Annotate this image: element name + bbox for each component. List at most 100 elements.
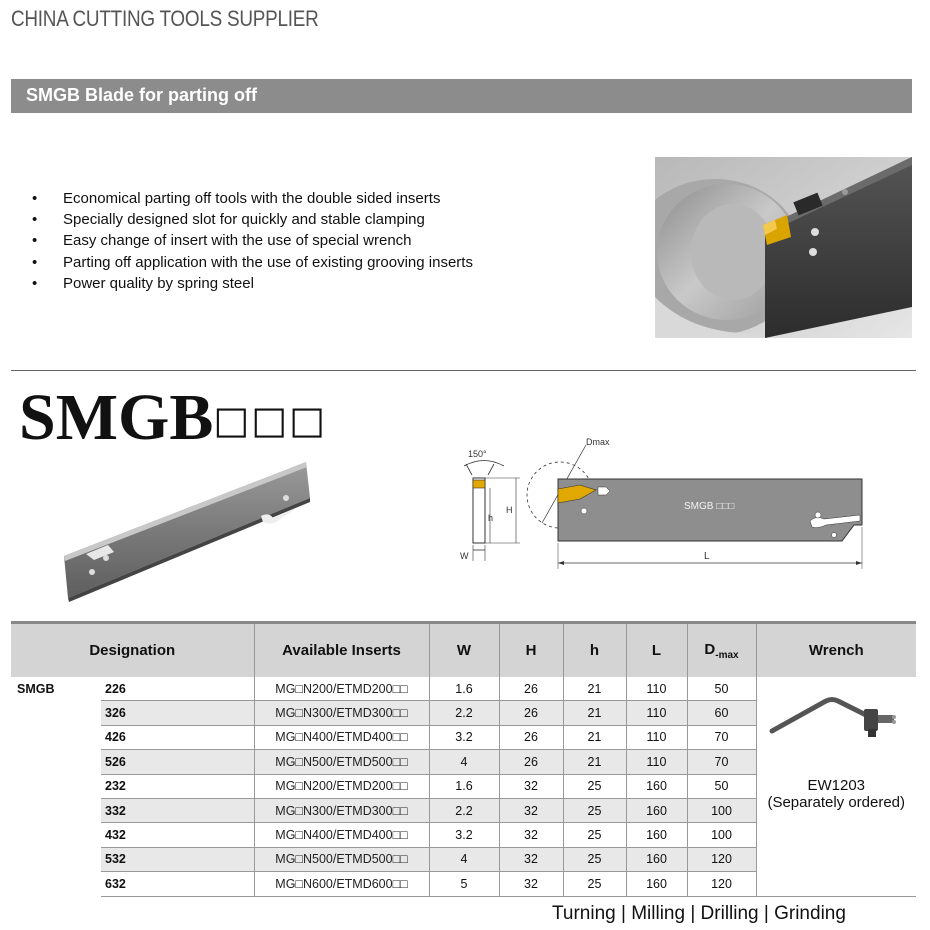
row-dmax: 70 [686, 749, 756, 775]
col-w: W [428, 621, 499, 677]
table-row: 526 MG□N500/ETMD500□□ 4 26 21 110 70 [11, 749, 916, 775]
w-label: W [460, 551, 469, 561]
l-label: L [704, 551, 710, 562]
row-h: 25 [562, 822, 626, 848]
section-banner [11, 79, 912, 113]
bullet-icon: • [32, 253, 38, 271]
row-L: 160 [625, 847, 687, 873]
table-header-row: Designation Available Inserts W H h L D-… [11, 621, 916, 677]
row-insert: MG□N300/ETMD300□□ [253, 798, 429, 824]
row-h: 25 [562, 798, 626, 824]
dmax-label: Dmax [586, 437, 610, 447]
row-dmax: 100 [686, 798, 756, 824]
technical-drawing: 150° W h H Dmax SMGB □□□ L [460, 437, 863, 569]
row-dmax: 100 [686, 822, 756, 848]
row-h: 21 [562, 725, 626, 751]
blade-label: SMGB □□□ [684, 501, 734, 512]
table-row: 632 MG□N600/ETMD600□□ 5 32 25 160 120 [11, 871, 916, 897]
row-insert: MG□N500/ETMD500□□ [253, 847, 429, 873]
row-H: 32 [498, 871, 563, 897]
col-dmax: D-max [686, 621, 756, 677]
col-inserts: Available Inserts [253, 621, 429, 677]
feature-list: •Economical parting off tools with the d… [30, 188, 473, 294]
col-designation: Designation [11, 621, 254, 677]
row-code: 226 [101, 677, 254, 702]
bullet-icon: • [32, 190, 38, 207]
row-w: 3.2 [428, 822, 499, 848]
col-L: L [625, 621, 687, 677]
table-row: 532 MG□N500/ETMD500□□ 4 32 25 160 120 [11, 847, 916, 873]
row-L: 160 [625, 774, 687, 799]
row-insert: MG□N400/ETMD400□□ [253, 822, 429, 848]
row-H: 32 [498, 798, 563, 824]
row-w: 2.2 [428, 798, 499, 824]
big-h-label: H [506, 505, 513, 515]
row-w: 4 [428, 749, 499, 775]
row-w: 3.2 [428, 725, 499, 751]
feature-item: •Parting off application with the use of… [30, 252, 473, 273]
row-insert: MG□N200/ETMD200□□ [253, 677, 429, 702]
row-dmax: 70 [686, 725, 756, 751]
row-w: 2.2 [428, 700, 499, 726]
wrench-cell: EW1203 (Separately ordered) [755, 677, 916, 897]
row-code: 326 [101, 700, 254, 726]
row-h: 21 [562, 700, 626, 726]
row-L: 160 [625, 822, 687, 848]
row-code: 332 [101, 798, 254, 824]
row-H: 26 [498, 725, 563, 751]
row-dmax: 50 [686, 677, 756, 702]
series-label: SMGB [17, 682, 55, 696]
brand-title: CHINA CUTTING TOOLS SUPPLIER [11, 6, 319, 31]
row-w: 4 [428, 847, 499, 873]
row-dmax: 60 [686, 700, 756, 726]
wrench-image [769, 697, 897, 737]
row-L: 160 [625, 871, 687, 897]
row-H: 32 [498, 847, 563, 873]
row-H: 32 [498, 822, 563, 848]
footer-tagline: Turning | Milling | Drilling | Grinding [552, 903, 846, 924]
row-dmax: 50 [686, 774, 756, 799]
row-H: 32 [498, 774, 563, 799]
row-code: 632 [101, 871, 254, 897]
col-H: H [498, 621, 563, 677]
row-code: 426 [101, 725, 254, 751]
feature-item: •Specially designed slot for quickly and… [30, 209, 473, 230]
section-divider [11, 370, 916, 371]
blade-image [64, 462, 310, 602]
table-row: SMGB 226 MG□N200/ETMD200□□ 1.6 26 21 110… [11, 677, 916, 897]
row-h: 25 [562, 871, 626, 897]
row-insert: MG□N500/ETMD500□□ [253, 749, 429, 775]
row-L: 110 [625, 725, 687, 751]
row-L: 160 [625, 798, 687, 824]
row-h: 25 [562, 847, 626, 873]
row-code: 432 [101, 822, 254, 848]
spec-table: Designation Available Inserts W H h L D-… [11, 621, 916, 897]
feature-item: •Easy change of insert with the use of s… [30, 230, 473, 251]
table-row: 332 MG□N300/ETMD300□□ 2.2 32 25 160 100 [11, 798, 916, 824]
feature-item: •Power quality by spring steel [30, 273, 473, 294]
row-w: 1.6 [428, 677, 499, 702]
row-H: 26 [498, 749, 563, 775]
bullet-icon: • [32, 232, 38, 250]
row-insert: MG□N200/ETMD200□□ [253, 774, 429, 799]
wrench-code: EW1203 [807, 777, 866, 794]
col-h: h [562, 621, 626, 677]
row-dmax: 120 [686, 871, 756, 897]
table-row: 426 MG□N400/ETMD400□□ 3.2 26 21 110 70 [11, 725, 916, 751]
row-insert: MG□N400/ETMD400□□ [253, 725, 429, 751]
col-wrench: Wrench [755, 621, 916, 677]
row-insert: MG□N600/ETMD600□□ [253, 871, 429, 897]
row-code: 532 [101, 847, 254, 873]
feature-item: •Economical parting off tools with the d… [30, 188, 473, 209]
row-h: 21 [562, 677, 626, 702]
banner-title: SMGB Blade for parting off [26, 85, 257, 105]
row-H: 26 [498, 677, 563, 702]
row-w: 1.6 [428, 774, 499, 799]
row-L: 110 [625, 749, 687, 775]
row-code: 232 [101, 774, 254, 799]
row-dmax: 120 [686, 847, 756, 873]
row-h: 25 [562, 774, 626, 799]
table-row: 232 MG□N200/ETMD200□□ 1.6 32 25 160 50 [11, 774, 916, 799]
table-row: 432 MG□N400/ETMD400□□ 3.2 32 25 160 100 [11, 822, 916, 848]
table-row: 326 MG□N300/ETMD300□□ 2.2 26 21 110 60 [11, 700, 916, 726]
